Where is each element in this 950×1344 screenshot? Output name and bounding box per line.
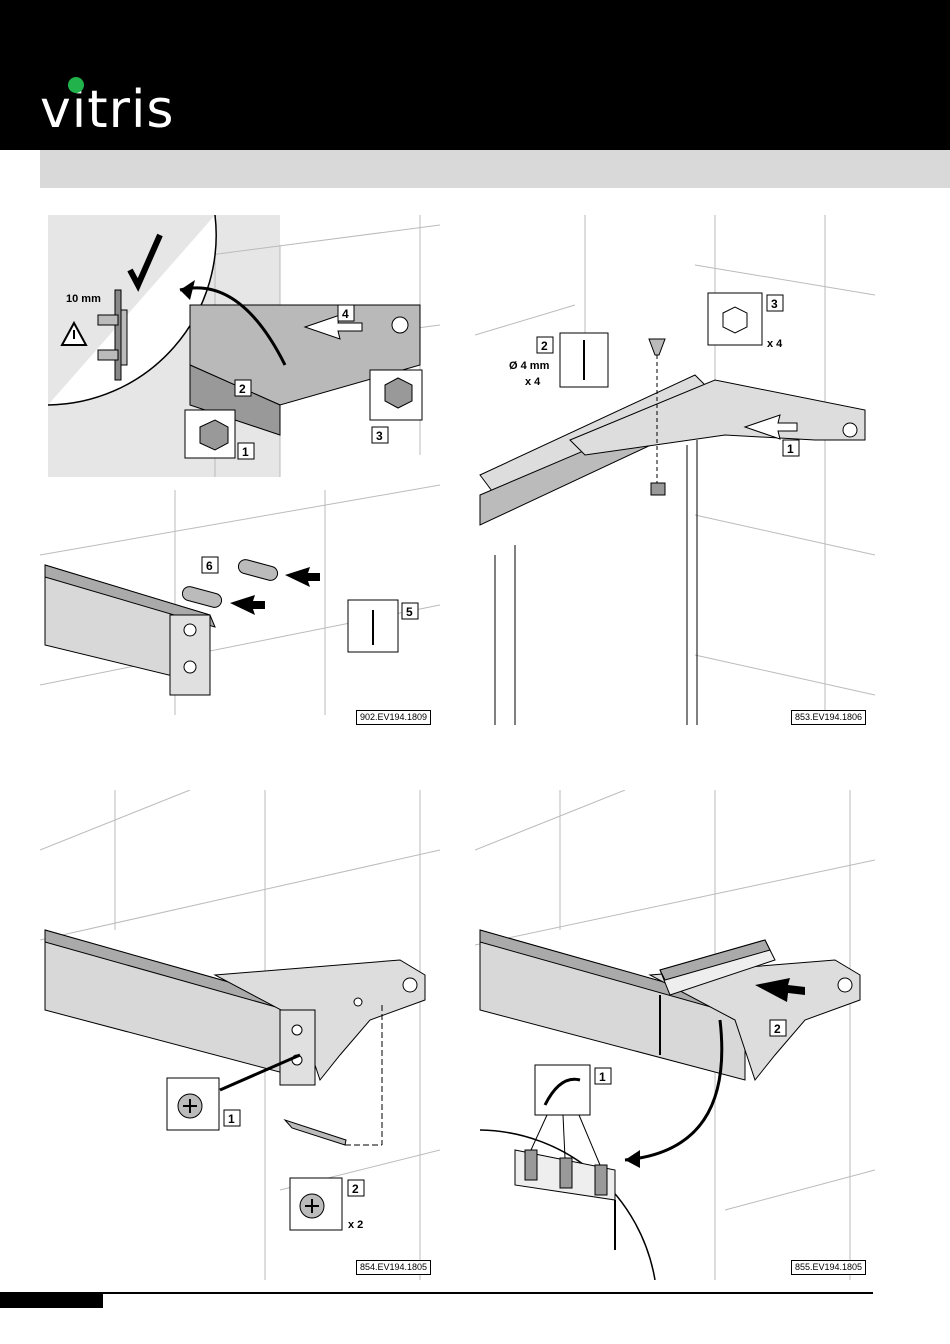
p3-step-2: 2: [352, 1182, 359, 1196]
illustration-2-svg: 1 2 Ø 4 mm x 4 3 x 4: [475, 215, 875, 725]
p4-step-2: 2: [774, 1022, 781, 1036]
illustration-4-svg: 2 1: [475, 790, 875, 1280]
drill-count-label: x 4: [525, 376, 541, 388]
footer-bar: [0, 1292, 103, 1308]
illustration-panel-4: 2 1 855.EV194.1805: [475, 790, 875, 1280]
ref-code-1: 902.EV194.1809: [356, 710, 431, 725]
dimension-label: 10 mm: [66, 293, 101, 305]
brand-logo-dot: [68, 77, 84, 93]
illustration-panel-1: 10 mm 4 2 1 3 6: [40, 215, 440, 725]
p1-step-1: 1: [242, 445, 249, 459]
illustration-panel-3: 1 2 x 2 854.EV194.1805: [40, 790, 440, 1280]
p1-step-6: 6: [206, 559, 213, 573]
p1-step-4: 4: [342, 307, 349, 321]
illustration-3-svg: 1 2 x 2: [40, 790, 440, 1280]
screw-count-label: x 4: [767, 338, 783, 350]
p1-step-3: 3: [376, 429, 383, 443]
p1-step-5: 5: [406, 605, 413, 619]
ref-code-4: 855.EV194.1805: [791, 1260, 866, 1275]
p2-step-2: 2: [541, 339, 548, 353]
brand-logo: vitris: [40, 84, 175, 136]
p2-step-3: 3: [771, 297, 778, 311]
drill-diameter-label: Ø 4 mm: [509, 360, 550, 372]
ref-code-2: 853.EV194.1806: [791, 710, 866, 725]
p4-step-1: 1: [599, 1070, 606, 1084]
p1-step-2: 2: [239, 382, 246, 396]
footer-rule: [103, 1292, 873, 1294]
p3-screw-count: x 2: [348, 1219, 363, 1231]
p3-step-1: 1: [228, 1112, 235, 1126]
ref-code-3: 854.EV194.1805: [356, 1260, 431, 1275]
title-band: [40, 150, 950, 188]
illustration-1-svg: 10 mm 4 2 1 3 6: [40, 215, 440, 725]
p2-step-1: 1: [787, 442, 794, 456]
illustration-panel-2: 1 2 Ø 4 mm x 4 3 x 4 853.EV194.1806: [475, 215, 875, 725]
